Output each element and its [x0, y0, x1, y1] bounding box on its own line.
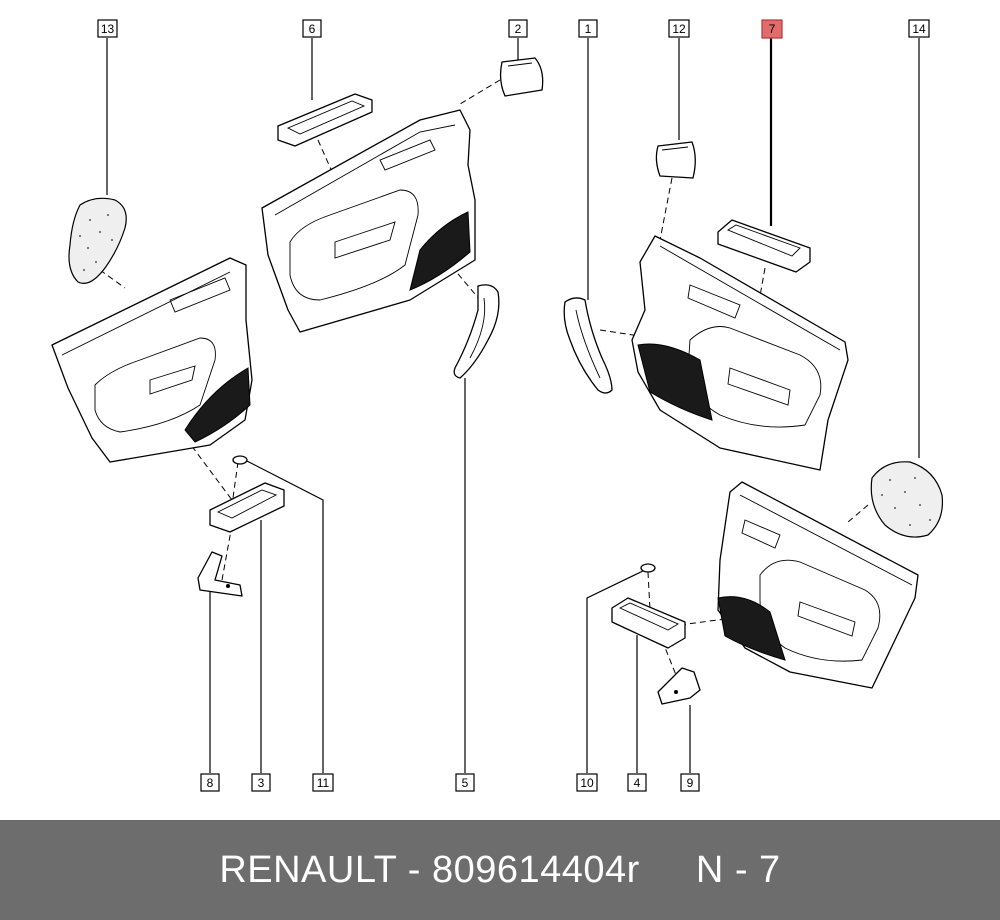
svg-text:1: 1	[585, 22, 592, 36]
svg-text:14: 14	[912, 22, 926, 36]
window-switch-right	[611, 597, 686, 649]
door-panel-front-left	[261, 109, 476, 333]
svg-text:12: 12	[672, 22, 686, 36]
switch-bezel-left	[277, 93, 373, 147]
svg-text:5: 5	[462, 776, 469, 790]
diagram-canvas: 13 6 2 1 12 7 14 8 3 11 5 10	[51, 19, 944, 792]
corner-cover-right	[655, 141, 696, 179]
clip-right	[640, 563, 656, 573]
callout-10[interactable]: 10	[576, 773, 598, 792]
svg-text:3: 3	[258, 776, 265, 790]
svg-text:6: 6	[309, 22, 316, 36]
window-switch-left	[209, 482, 285, 533]
parts-diagram: 13 6 2 1 12 7 14 8 3 11 5 10	[51, 19, 944, 792]
switch-bezel-right	[717, 219, 811, 273]
callout-9[interactable]: 9	[680, 773, 700, 792]
footer-bar: RENAULT - 809614404r N - 7	[0, 820, 1000, 920]
door-panel-rear-right	[717, 481, 919, 689]
grab-handle-right	[563, 297, 613, 394]
callout-7[interactable]: 7	[761, 19, 783, 39]
callout-5[interactable]: 5	[455, 773, 475, 792]
separator: -	[396, 848, 432, 891]
callout-11[interactable]: 11	[312, 773, 334, 792]
switch-bracket-left	[197, 551, 243, 597]
callout-13[interactable]: 13	[97, 19, 118, 38]
grab-handle-left	[453, 284, 500, 379]
svg-text:13: 13	[101, 22, 115, 36]
part-number: 809614404r	[431, 848, 640, 891]
door-panel-rear-left	[51, 257, 253, 463]
svg-text:7: 7	[769, 22, 776, 36]
callout-1[interactable]: 1	[578, 19, 598, 38]
clip-left	[232, 455, 248, 465]
svg-text:9: 9	[687, 776, 694, 790]
leader-11	[244, 459, 324, 773]
insulation-pad-left	[68, 197, 127, 284]
insulation-pad-right	[870, 461, 944, 538]
corner-cover-left	[499, 57, 544, 97]
door-panel-front-right	[631, 235, 849, 471]
brand-name: RENAULT	[219, 848, 397, 891]
callout-3[interactable]: 3	[251, 773, 271, 792]
leader-lines	[106, 38, 920, 773]
callout-14[interactable]: 14	[908, 19, 930, 38]
diagram-position: N - 7	[695, 848, 781, 891]
svg-text:4: 4	[634, 776, 641, 790]
svg-text:10: 10	[580, 776, 594, 790]
callout-6[interactable]: 6	[302, 19, 322, 38]
switch-bracket-right	[657, 667, 701, 705]
leader-10	[586, 569, 646, 773]
footer-caption: RENAULT - 809614404r N - 7	[219, 849, 780, 892]
svg-text:2: 2	[515, 22, 522, 36]
callout-12[interactable]: 12	[668, 19, 690, 38]
svg-text:8: 8	[207, 776, 214, 790]
svg-text:11: 11	[317, 776, 330, 790]
callout-2[interactable]: 2	[508, 19, 528, 38]
callout-4[interactable]: 4	[627, 773, 647, 792]
callout-8[interactable]: 8	[200, 773, 220, 792]
